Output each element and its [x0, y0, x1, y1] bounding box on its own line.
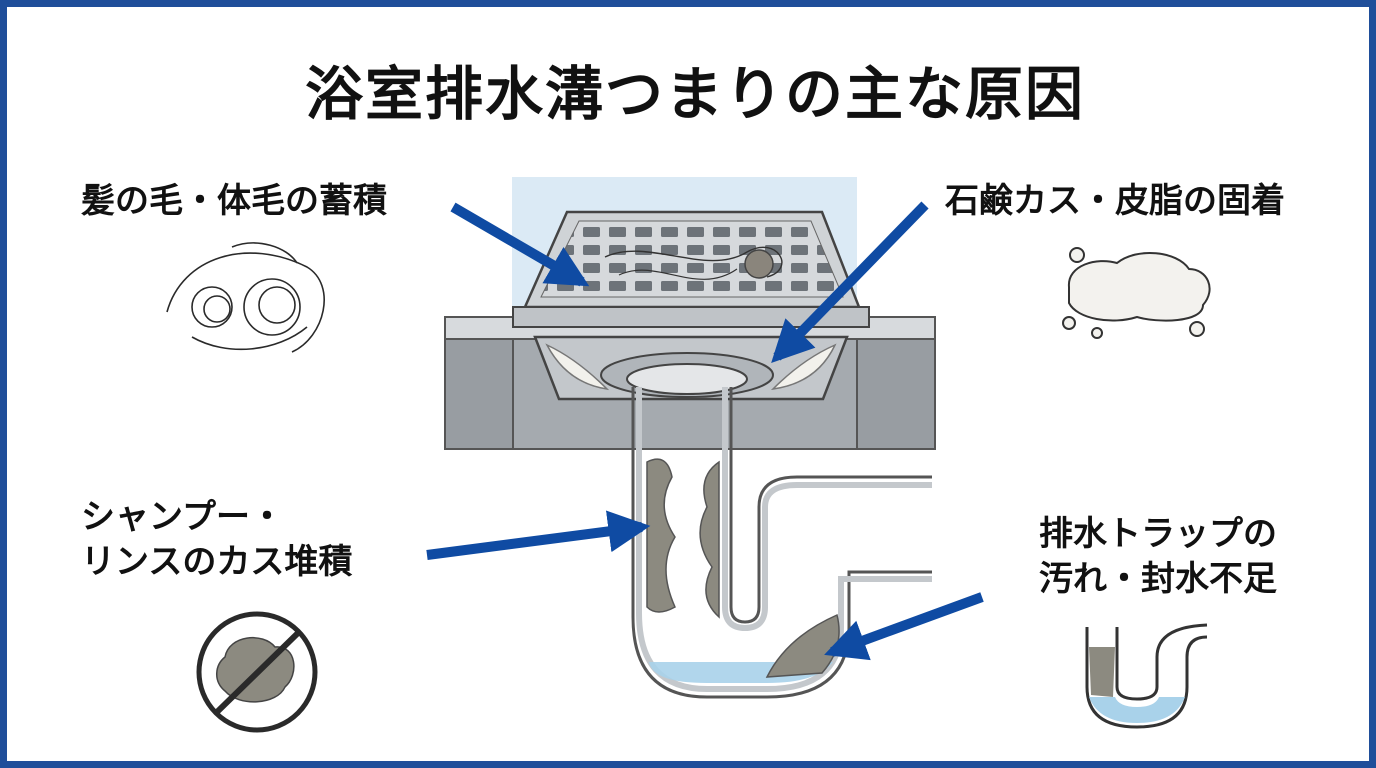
drain-basin	[533, 335, 849, 401]
drain-grate	[512, 210, 870, 328]
cause-label-shampoo-line2: リンスのカス堆積	[81, 541, 353, 582]
cause-label-shampoo-line1: シャンプー・	[81, 497, 284, 537]
drain-illustration	[166, 177, 1211, 733]
cause-label-trap-line1: 排水トラップの	[1039, 514, 1277, 554]
soap-scum-icon	[1062, 247, 1211, 339]
arrow-shampoo	[426, 510, 651, 560]
page-title: 浴室排水溝つまりの主な原因	[304, 60, 1085, 128]
arrow-soap	[771, 201, 929, 364]
arrow-hair	[450, 202, 590, 287]
cause-label-trap-line2: 汚れ・封水不足	[1039, 558, 1277, 599]
arrows	[426, 201, 984, 661]
cause-label-soap: 石鹸カス・皮脂の固着	[945, 181, 1285, 221]
no-residue-icon	[196, 611, 318, 733]
shampoo-residue	[646, 458, 840, 678]
arrow-trap	[824, 592, 984, 661]
cause-label-hair: 髪の毛・体毛の蓄積	[81, 181, 387, 221]
cause-label-trap: 排水トラップの 汚れ・封水不足	[1039, 512, 1277, 602]
cause-label-shampoo: シャンプー・ リンスのカス堆積	[81, 495, 352, 585]
drain-trap-icon	[1085, 623, 1208, 729]
hair-tangle-icon	[166, 242, 325, 353]
